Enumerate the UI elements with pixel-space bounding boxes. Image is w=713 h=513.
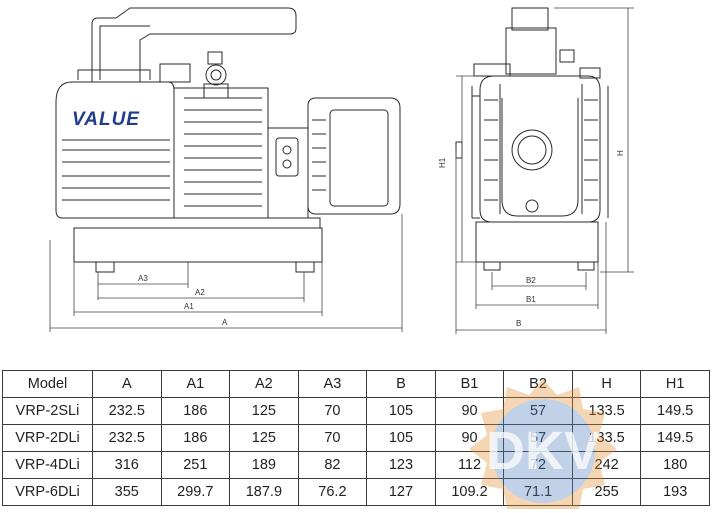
cell-a1: 186 bbox=[160, 424, 231, 452]
dim-label-h: H bbox=[616, 150, 625, 156]
cell-a: 355 bbox=[92, 478, 162, 506]
dim-label-b1: B1 bbox=[526, 295, 536, 304]
cell-model: VRP-2DLi bbox=[2, 424, 93, 452]
cell-b1: 90 bbox=[434, 424, 505, 452]
dim-label-h1: H1 bbox=[438, 157, 447, 168]
cell-h1: 193 bbox=[640, 478, 710, 506]
cell-h: 133.5 bbox=[571, 397, 642, 425]
brand-logo: VALUE bbox=[72, 109, 140, 130]
header-h: H bbox=[571, 370, 642, 398]
cell-b1: 109.2 bbox=[434, 478, 505, 506]
cell-a: 316 bbox=[92, 451, 162, 479]
cell-a3: 70 bbox=[297, 424, 368, 452]
cell-h1: 149.5 bbox=[640, 424, 710, 452]
front-view-dimension-lines bbox=[49, 214, 403, 332]
dim-label-a: A bbox=[222, 318, 228, 327]
cell-model: VRP-2SLi bbox=[2, 397, 93, 425]
header-a: A bbox=[92, 370, 162, 398]
cell-b2: 71.1 bbox=[503, 478, 573, 506]
cell-a3: 76.2 bbox=[297, 478, 368, 506]
side-view-dimension-lines bbox=[455, 7, 634, 334]
header-a3: A3 bbox=[297, 370, 368, 398]
side-view-pump bbox=[455, 7, 609, 271]
header-b2: B2 bbox=[503, 370, 573, 398]
cell-a3: 70 bbox=[297, 397, 368, 425]
front-view-pump bbox=[55, 7, 401, 273]
header-a1: A1 bbox=[160, 370, 231, 398]
dim-label-a3: A3 bbox=[138, 274, 148, 283]
cell-h: 255 bbox=[571, 478, 642, 506]
cell-a2: 125 bbox=[229, 424, 299, 452]
dim-label-a1: A1 bbox=[184, 302, 194, 311]
cell-b: 105 bbox=[366, 397, 436, 425]
cell-b: 127 bbox=[366, 478, 436, 506]
table-row: VRP-6DLi 355 299.7 187.9 76.2 127 109.2 … bbox=[2, 478, 710, 506]
cell-b2: 72 bbox=[503, 451, 573, 479]
dim-label-a2: A2 bbox=[195, 288, 205, 297]
cell-b2: 57 bbox=[503, 397, 573, 425]
spec-table: Model A A1 A2 A3 B B1 B2 H H1 VRP-2SLi 2… bbox=[2, 370, 710, 506]
cell-a2: 125 bbox=[229, 397, 299, 425]
table-row: VRP-4DLi 316 251 189 82 123 112 72 242 1… bbox=[2, 451, 710, 479]
cell-b2: 57 bbox=[503, 424, 573, 452]
cell-h1: 180 bbox=[640, 451, 710, 479]
header-b: B bbox=[366, 370, 436, 398]
cell-h: 133.5 bbox=[571, 424, 642, 452]
cell-a: 232.5 bbox=[92, 397, 162, 425]
table-row: VRP-2SLi 232.5 186 125 70 105 90 57 133.… bbox=[2, 397, 710, 425]
cell-a3: 82 bbox=[297, 451, 368, 479]
cell-a2: 187.9 bbox=[229, 478, 299, 506]
table-header-row: Model A A1 A2 A3 B B1 B2 H H1 bbox=[2, 370, 710, 398]
header-model: Model bbox=[2, 370, 93, 398]
cell-a1: 299.7 bbox=[160, 478, 231, 506]
technical-drawing: VALUE A3 A2 A1 A H1 H B2 B1 B bbox=[49, 7, 634, 334]
header-b1: B1 bbox=[434, 370, 505, 398]
table-row: VRP-2DLi 232.5 186 125 70 105 90 57 133.… bbox=[2, 424, 710, 452]
cell-b1: 112 bbox=[434, 451, 505, 479]
header-a2: A2 bbox=[229, 370, 299, 398]
cell-b: 105 bbox=[366, 424, 436, 452]
cell-b: 123 bbox=[366, 451, 436, 479]
dim-label-b: B bbox=[516, 319, 521, 328]
cell-a1: 251 bbox=[160, 451, 231, 479]
header-h1: H1 bbox=[640, 370, 710, 398]
cell-h: 242 bbox=[571, 451, 642, 479]
cell-a1: 186 bbox=[160, 397, 231, 425]
cell-b1: 90 bbox=[434, 397, 505, 425]
dim-label-b2: B2 bbox=[526, 276, 536, 285]
cell-a2: 189 bbox=[229, 451, 299, 479]
cell-model: VRP-6DLi bbox=[2, 478, 93, 506]
cell-a: 232.5 bbox=[92, 424, 162, 452]
cell-h1: 149.5 bbox=[640, 397, 710, 425]
cell-model: VRP-4DLi bbox=[2, 451, 93, 479]
